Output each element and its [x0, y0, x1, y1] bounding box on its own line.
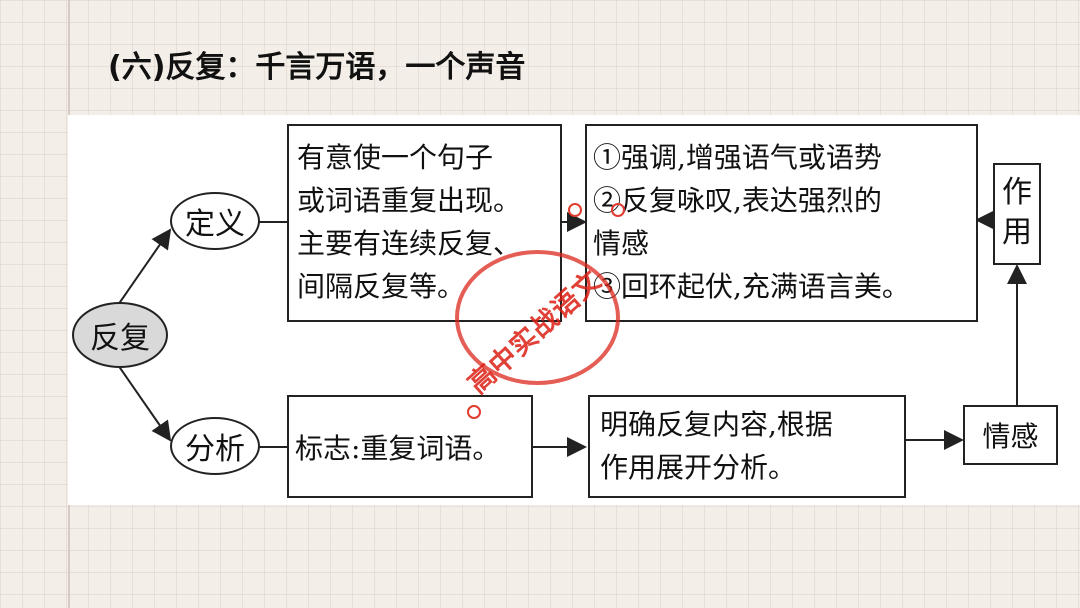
marker-box: 标志:重复词语。	[287, 395, 533, 498]
watermark-seal	[455, 250, 620, 385]
effect-label: 作 用	[1002, 175, 1032, 250]
method-box: 明确反复内容,根据 作用展开分析。	[588, 395, 906, 498]
effects-text: ①强调,增强语气或语势 ②反复咏叹,表达强烈的 情感 ③回环起伏,充满语言美。	[593, 141, 910, 303]
red-circle-mark	[611, 203, 625, 217]
root-node: 反复	[72, 302, 168, 368]
arrow-root-definition	[117, 228, 172, 306]
effect-label-box: 作 用	[993, 163, 1041, 265]
definition-text: 有意使一个句子 或词语重复出现。 主要有连续反复、 间隔反复等。	[297, 141, 522, 303]
effects-box: ①强调,增强语气或语势 ②反复咏叹,表达强烈的 情感 ③回环起伏,充满语言美。	[585, 124, 978, 322]
red-circle-mark	[467, 405, 481, 419]
emotion-box: 情感	[963, 405, 1058, 465]
emotion-label: 情感	[982, 420, 1039, 453]
slide-title: (六)反复：千言万语，一个声音	[108, 50, 526, 85]
red-circle-mark	[568, 203, 582, 217]
marker-text: 标志:重复词语。	[295, 431, 501, 465]
method-text: 明确反复内容,根据 作用展开分析。	[600, 408, 833, 484]
arrow-root-analysis	[117, 364, 172, 442]
analysis-node: 分析	[170, 417, 260, 475]
definition-node: 定义	[170, 192, 260, 250]
